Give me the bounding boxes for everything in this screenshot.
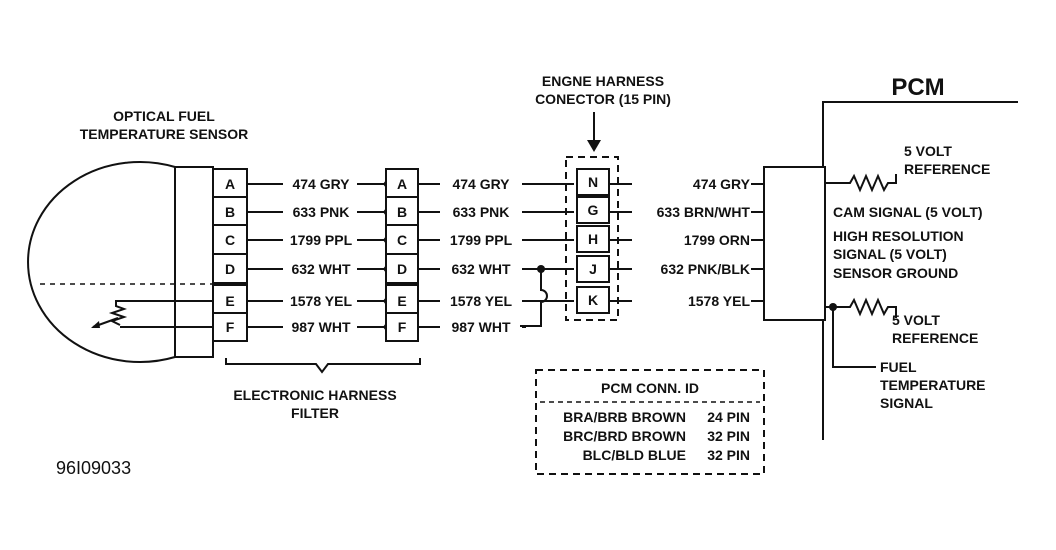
conn-id-pins: 32 PIN	[707, 428, 750, 444]
wire-left-label: 1578 YEL	[290, 293, 352, 309]
wire-mid-label: 474 GRY	[452, 176, 510, 192]
filter-bracket	[225, 358, 421, 374]
fuel-label-line3: SIGNAL	[880, 395, 933, 411]
filter-input-pin-label: C	[225, 232, 235, 248]
conn-id-name: BRC/BRD BROWN	[563, 428, 686, 444]
optical-fuel-temperature-sensor: OPTICAL FUEL TEMPERATURE SENSOR	[27, 108, 249, 363]
pcm-conn-id-box: PCM CONN. ID BRA/BRB BROWN 24 PIN BRC/BR…	[535, 369, 765, 475]
ground-splice-wire	[520, 269, 548, 327]
engine-harness-pin	[576, 196, 610, 224]
pcm-module: PCM 5 VOLT REFERENCE SIGNAL (5 VOLT) 5 V…	[763, 74, 1018, 440]
filter-output-pin	[385, 253, 419, 284]
connector-row: F 987 WHT F 987 WHT	[212, 312, 526, 342]
pcm-conn-id-outline	[535, 369, 765, 475]
engine-harness-pin-label: N	[588, 174, 598, 190]
engine-harness-pin-label: H	[588, 231, 598, 247]
engine-harness-label-line2: CONECTOR (15 PIN)	[535, 91, 671, 107]
wire-left-label: 1799 PPL	[290, 232, 353, 248]
conn-id-name: BLC/BLD BLUE	[583, 447, 686, 463]
engine-harness-pin-label: K	[588, 292, 598, 308]
filter-output-pin-label: A	[397, 176, 407, 192]
engine-harness-connector: ENGNE HARNESS CONECTOR (15 PIN)	[520, 73, 671, 327]
engine-harness-pin-label: G	[588, 202, 599, 218]
wire-mid-label: 1799 PPL	[450, 232, 513, 248]
pcm-signal-label: CAM SIGNAL (5 VOLT)	[833, 204, 983, 220]
wire-left-label: 632 WHT	[291, 261, 351, 277]
fuel-label-line2: TEMPERATURE	[880, 377, 986, 393]
wire-right-label: 633 BRN/WHT	[657, 204, 751, 220]
filter-input-pin-label: B	[225, 204, 235, 220]
filter-input-pin-label: F	[226, 319, 235, 335]
pcm-signal-label: HIGH RESOLUTION	[833, 228, 964, 244]
reference-resistor-2	[826, 297, 897, 318]
sensor-housing-arc	[27, 161, 176, 363]
ref1-label-line1: 5 VOLT	[904, 143, 952, 159]
wire-mid-label: 987 WHT	[451, 319, 511, 335]
filter-output-pin-label: D	[397, 261, 407, 277]
sensor-title-line1: OPTICAL FUEL	[113, 108, 215, 124]
filter-input-pin-label: D	[225, 261, 235, 277]
conn-id-pins: 24 PIN	[707, 409, 750, 425]
fuel-temp-signal-wire	[832, 307, 876, 368]
wire-left-label: 633 PNK	[293, 204, 350, 220]
filter-output-pin	[385, 312, 419, 342]
filter-input-pin-label: E	[225, 293, 234, 309]
wire-right-label: 1578 YEL	[688, 293, 750, 309]
engine-connector-outline	[565, 156, 619, 321]
engine-harness-pin	[576, 168, 610, 196]
sensor-title-line2: TEMPERATURE SENSOR	[80, 126, 249, 142]
wire-mid-label: 633 PNK	[453, 204, 510, 220]
wire-right-label: 474 GRY	[693, 176, 751, 192]
ref2-label-line1: 5 VOLT	[892, 312, 940, 328]
ref2-label-line2: REFERENCE	[892, 330, 978, 346]
engine-harness-label-line1: ENGNE HARNESS	[542, 73, 664, 89]
electronic-harness-filter: ELECTRONIC HARNESS FILTER	[225, 358, 421, 421]
wire-right-label: 632 PNK/BLK	[661, 261, 750, 277]
reference-resistor-1	[826, 173, 897, 193]
pointer-arrowhead-icon	[587, 140, 601, 152]
filter-label-line1: ELECTRONIC HARNESS	[233, 387, 396, 403]
figure-id: 96I09033	[56, 458, 131, 478]
filter-input-pin	[212, 312, 248, 342]
wire-left-label: 987 WHT	[291, 319, 351, 335]
pcm-outline	[822, 101, 1018, 440]
conn-id-pins: 32 PIN	[707, 447, 750, 463]
filter-input-pin	[212, 253, 248, 284]
wire-right-label: 1799 ORN	[684, 232, 750, 248]
wire-mid-label: 1578 YEL	[450, 293, 512, 309]
pcm-title: PCM	[891, 74, 944, 101]
pcm-connector-block	[763, 166, 826, 321]
hires-label-line2: SIGNAL (5 VOLT)	[833, 246, 947, 262]
wire-mid-label: 632 WHT	[451, 261, 511, 277]
filter-input-pin-label: A	[225, 176, 235, 192]
conn-id-name: BRA/BRB BROWN	[563, 409, 686, 425]
fuel-label-line1: FUEL	[880, 359, 917, 375]
engine-harness-pin-label: J	[589, 261, 597, 277]
pcm-signal-label: SENSOR GROUND	[833, 265, 958, 281]
filter-output-pin-label: F	[398, 319, 407, 335]
light-arrowhead-icon	[91, 321, 100, 328]
filter-output-pin-label: B	[397, 204, 407, 220]
sensor-body	[174, 166, 214, 358]
filter-output-pin-label: E	[397, 293, 406, 309]
pcm-conn-id-title: PCM CONN. ID	[601, 380, 699, 396]
wire-left-label: 474 GRY	[292, 176, 350, 192]
filter-output-pin-label: C	[397, 232, 407, 248]
filter-label-line2: FILTER	[291, 405, 339, 421]
ref1-label-line2: REFERENCE	[904, 161, 990, 177]
